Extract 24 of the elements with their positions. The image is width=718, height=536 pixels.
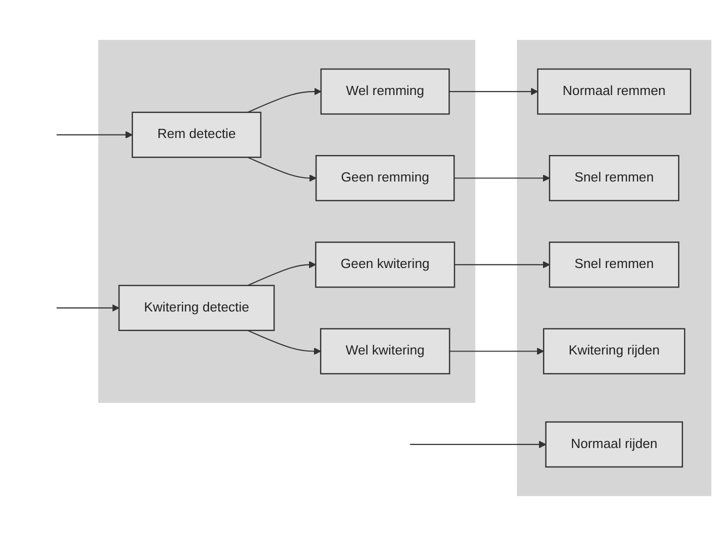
arrow (247, 88, 322, 113)
arrow (449, 88, 538, 96)
node-box: Geen kwitering (315, 242, 456, 288)
node-box: Snel remmen (548, 242, 680, 288)
arrow (410, 440, 546, 448)
arrow (450, 348, 544, 355)
node-box: Normaal rijden (545, 421, 684, 468)
cluster (516, 40, 712, 496)
node-box: Kwitering detectie (118, 284, 275, 332)
arrow (247, 156, 316, 182)
node-box: Wel remming (320, 68, 450, 115)
node-box: Kwitering rijden (543, 328, 686, 374)
cluster (98, 40, 476, 403)
arrow (56, 304, 120, 312)
arrow (454, 174, 550, 182)
arrow (56, 131, 133, 138)
node-box: Normaal remmen (537, 68, 692, 115)
node-box: Wel kwitering (320, 328, 450, 374)
arrow (454, 261, 550, 268)
node-box: Geen remming (315, 155, 455, 202)
node-box: Snel remmen (548, 155, 680, 202)
arrow (247, 330, 321, 355)
node-box: Rem detectie (132, 112, 262, 158)
arrow (247, 261, 316, 286)
